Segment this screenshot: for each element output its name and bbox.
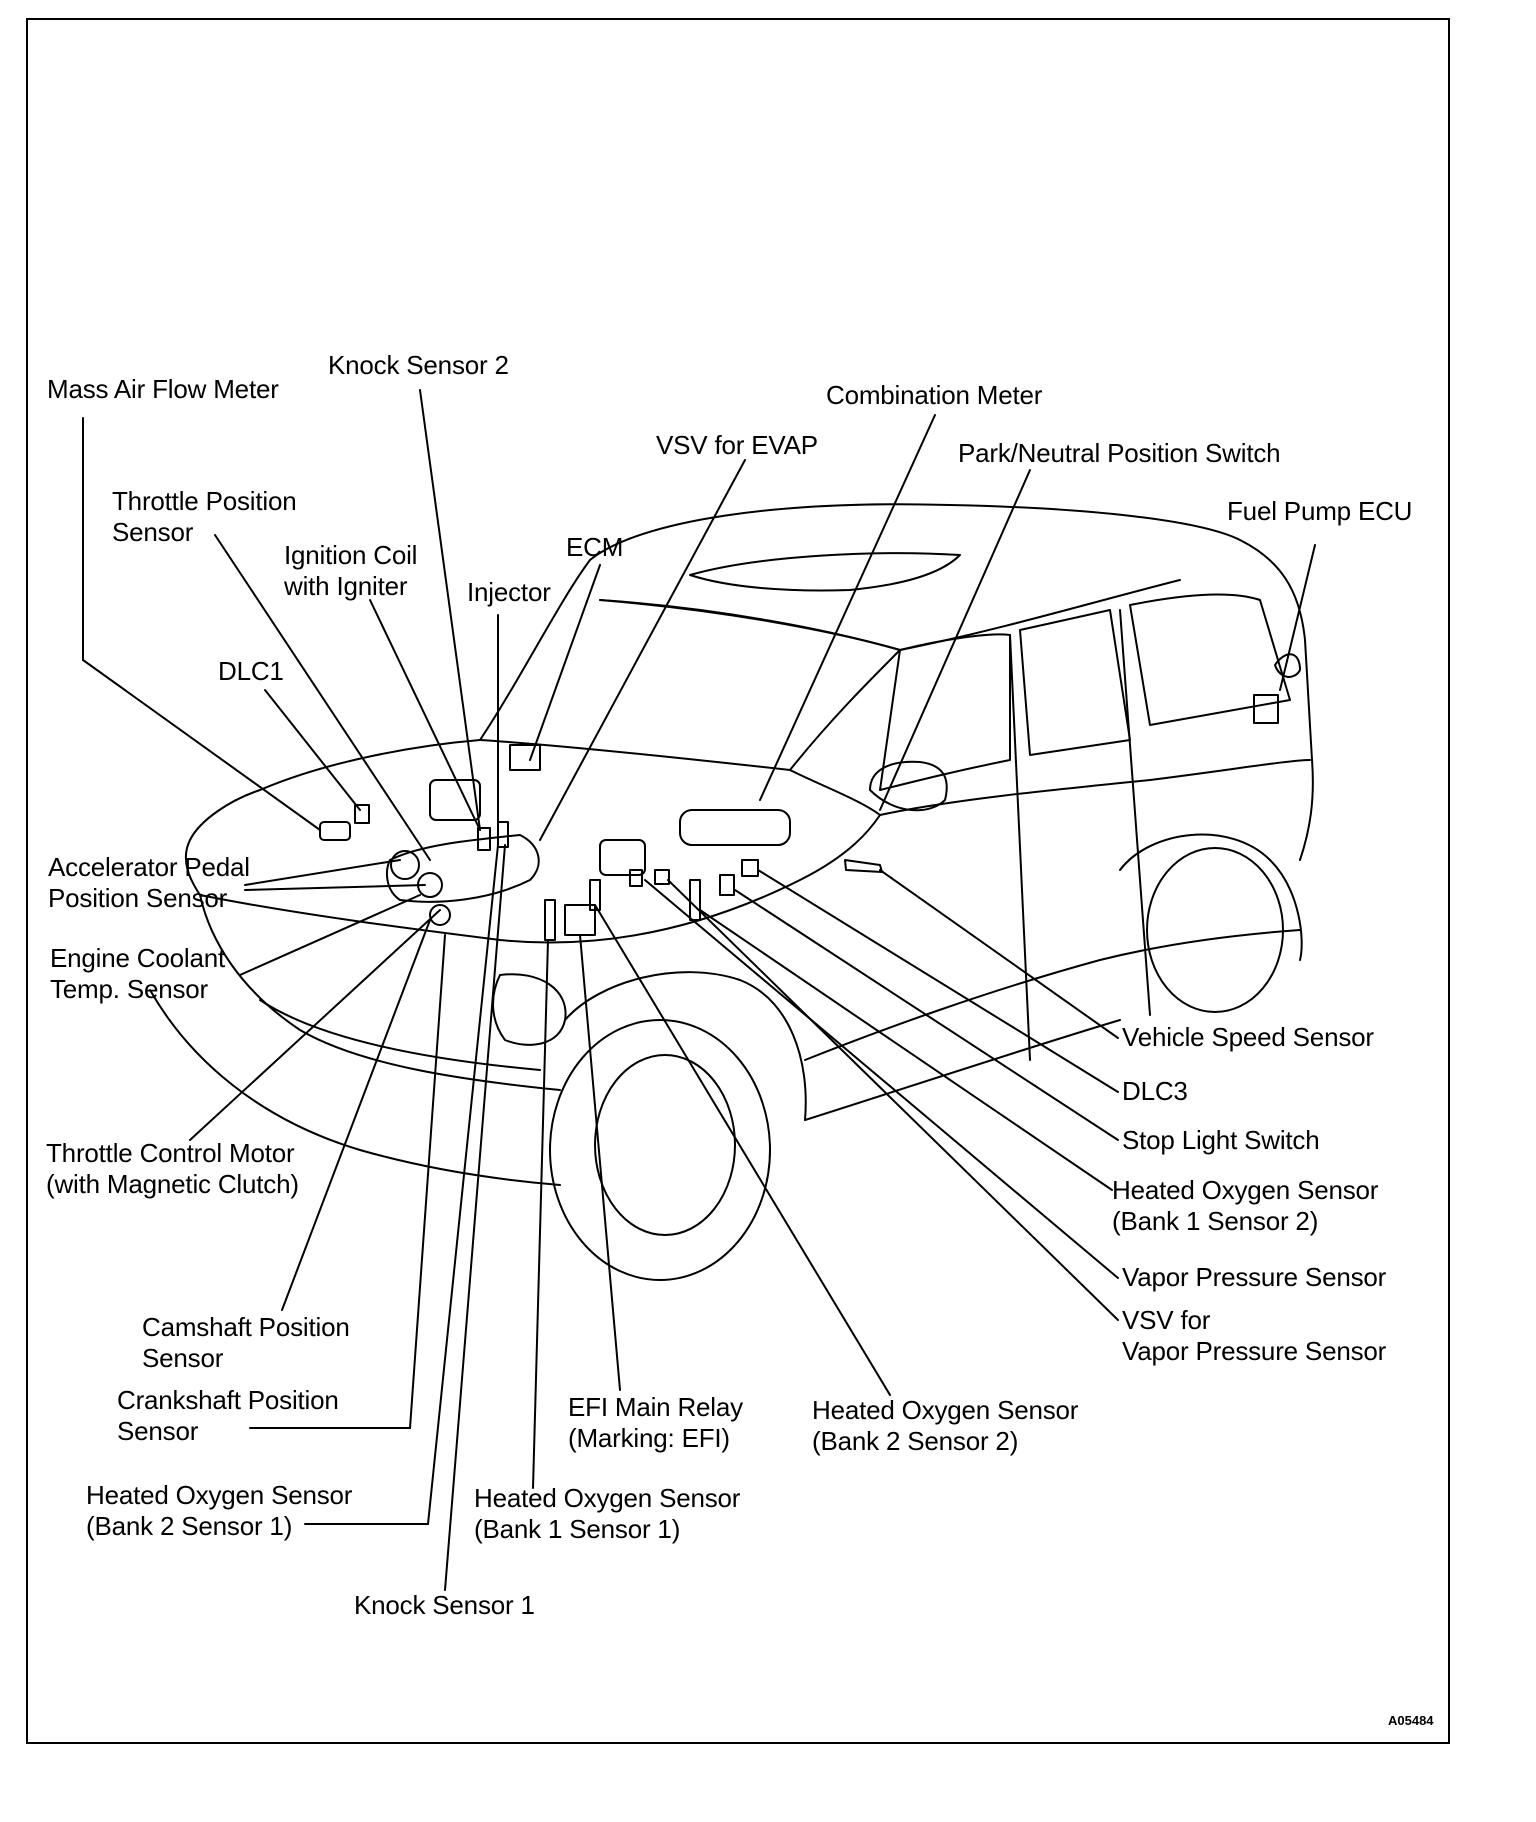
label-heated-oxygen-sensor-b1s2: Heated Oxygen Sensor (Bank 1 Sensor 2) <box>1112 1175 1379 1236</box>
leader-cam <box>281 919 431 1311</box>
leader-vss <box>879 869 1119 1039</box>
leader-o2b1s2 <box>699 909 1113 1191</box>
dlc3-box <box>741 859 759 877</box>
stop-light-switch <box>719 874 735 896</box>
leader-app <box>244 859 401 886</box>
leader-tcm <box>189 909 441 1141</box>
leader-slsw <box>734 889 1119 1141</box>
front-wheel <box>549 1019 771 1281</box>
leader-knock2 <box>419 389 481 831</box>
leader-pn <box>879 469 1031 811</box>
leader-coil <box>369 599 481 831</box>
label-knock-sensor-2: Knock Sensor 2 <box>328 350 509 380</box>
label-mass-air-flow-meter: Mass Air Flow Meter <box>47 374 279 404</box>
roof-outline <box>589 503 1314 861</box>
leader-crank-2 <box>409 934 446 1429</box>
leader-ecm <box>529 564 601 761</box>
label-heated-oxygen-sensor-b1s1: Heated Oxygen Sensor (Bank 1 Sensor 1) <box>474 1483 741 1544</box>
label-vsv-for-vapor-pressure-sensor: VSV for Vapor Pressure Sensor <box>1122 1305 1387 1366</box>
grille-line <box>259 999 541 1071</box>
leader-vsv-evap <box>539 459 746 841</box>
maf-meter <box>319 821 351 841</box>
injector-part <box>497 821 509 848</box>
leader-fuel <box>1279 544 1316 691</box>
door-line-2 <box>1119 609 1151 1016</box>
dlc1-box <box>354 804 370 824</box>
door-line-1 <box>1009 634 1031 1061</box>
front-door-window <box>879 633 1011 791</box>
label-heated-oxygen-sensor-b2s1: Heated Oxygen Sensor (Bank 2 Sensor 1) <box>86 1480 353 1541</box>
leader-ect <box>239 894 421 976</box>
leader-dlc3 <box>757 869 1119 1093</box>
speed-sensor <box>844 859 883 873</box>
diagram-frame <box>26 18 1450 1744</box>
headlight <box>492 973 567 1046</box>
leader-o2b2s1-2 <box>427 844 499 1525</box>
leader-vsv-vps <box>667 879 1119 1321</box>
rear-quarter-window <box>1129 593 1291 726</box>
label-throttle-control-motor: Throttle Control Motor (with Magnetic Cl… <box>46 1138 299 1199</box>
label-fuel-pump-ecu: Fuel Pump ECU <box>1227 496 1413 526</box>
leader-tps <box>214 534 431 861</box>
rocker <box>804 1019 1121 1121</box>
label-stop-light-switch: Stop Light Switch <box>1122 1125 1320 1155</box>
coil-part <box>477 827 491 851</box>
label-combination-meter: Combination Meter <box>826 380 1043 410</box>
combination-meter-box <box>679 809 791 846</box>
side-body <box>879 759 1311 816</box>
leader-o2b1s1 <box>532 939 549 1489</box>
leader-maf-2 <box>82 659 321 831</box>
front-bumper <box>149 989 561 1186</box>
label-crankshaft-position-sensor: Crankshaft Position Sensor <box>117 1385 339 1446</box>
hood <box>184 739 881 944</box>
label-accelerator-pedal-position-sensor: Accelerator Pedal Position Sensor <box>48 852 250 913</box>
fuel-pump-ecu-box <box>1253 694 1279 724</box>
label-knock-sensor-1: Knock Sensor 1 <box>354 1590 535 1620</box>
sunroof <box>689 552 961 592</box>
o2-b1s2 <box>689 879 701 921</box>
intake <box>386 834 540 903</box>
side-mirror <box>869 760 948 812</box>
ecm-box <box>509 744 541 771</box>
leader-knock1 <box>444 844 506 1591</box>
label-throttle-position-sensor: Throttle Position Sensor <box>112 486 297 547</box>
front-wheel-rim <box>594 1054 736 1236</box>
label-heated-oxygen-sensor-b2s2: Heated Oxygen Sensor (Bank 2 Sensor 2) <box>812 1395 1079 1456</box>
label-injector: Injector <box>467 577 551 607</box>
label-engine-coolant-temp-sensor: Engine Coolant Temp. Sensor <box>50 943 225 1004</box>
leader-app-2 <box>244 884 426 891</box>
rear-arch <box>1119 833 1303 961</box>
fuel-door <box>1274 653 1301 678</box>
sensor-cluster-2 <box>429 904 451 926</box>
o2-b2s2 <box>589 879 601 911</box>
diagram-code: A05484 <box>1388 1713 1434 1728</box>
leader-dlc1 <box>264 689 361 811</box>
rear-door-window <box>1019 609 1131 756</box>
label-vehicle-speed-sensor: Vehicle Speed Sensor <box>1122 1022 1374 1052</box>
leader-efi <box>579 934 621 1391</box>
throttle-body <box>390 850 420 880</box>
label-efi-main-relay: EFI Main Relay (Marking: EFI) <box>568 1392 743 1453</box>
o2-b1s1 <box>544 899 556 941</box>
front-fender <box>564 971 807 1121</box>
vp-sensor <box>629 869 643 887</box>
label-dlc1: DLC1 <box>218 656 284 686</box>
leader-comb <box>759 414 936 801</box>
rear-wheel <box>1146 847 1284 1013</box>
leader-vps <box>644 879 1119 1279</box>
reservoir-right <box>599 839 646 876</box>
label-vsv-for-evap: VSV for EVAP <box>656 430 818 460</box>
label-ignition-coil: Ignition Coil with Igniter <box>284 540 418 601</box>
label-dlc3: DLC3 <box>1122 1076 1188 1106</box>
side-lower <box>804 929 1301 1061</box>
leader-o2b2s2 <box>594 904 891 1396</box>
label-vapor-pressure-sensor: Vapor Pressure Sensor <box>1122 1262 1387 1292</box>
label-park-neutral-position-switch: Park/Neutral Position Switch <box>958 438 1281 468</box>
vsv-vp <box>654 869 670 885</box>
label-camshaft-position-sensor: Camshaft Position Sensor <box>142 1312 350 1373</box>
label-ecm: ECM <box>566 532 624 562</box>
roof-inner-line <box>599 579 1181 651</box>
